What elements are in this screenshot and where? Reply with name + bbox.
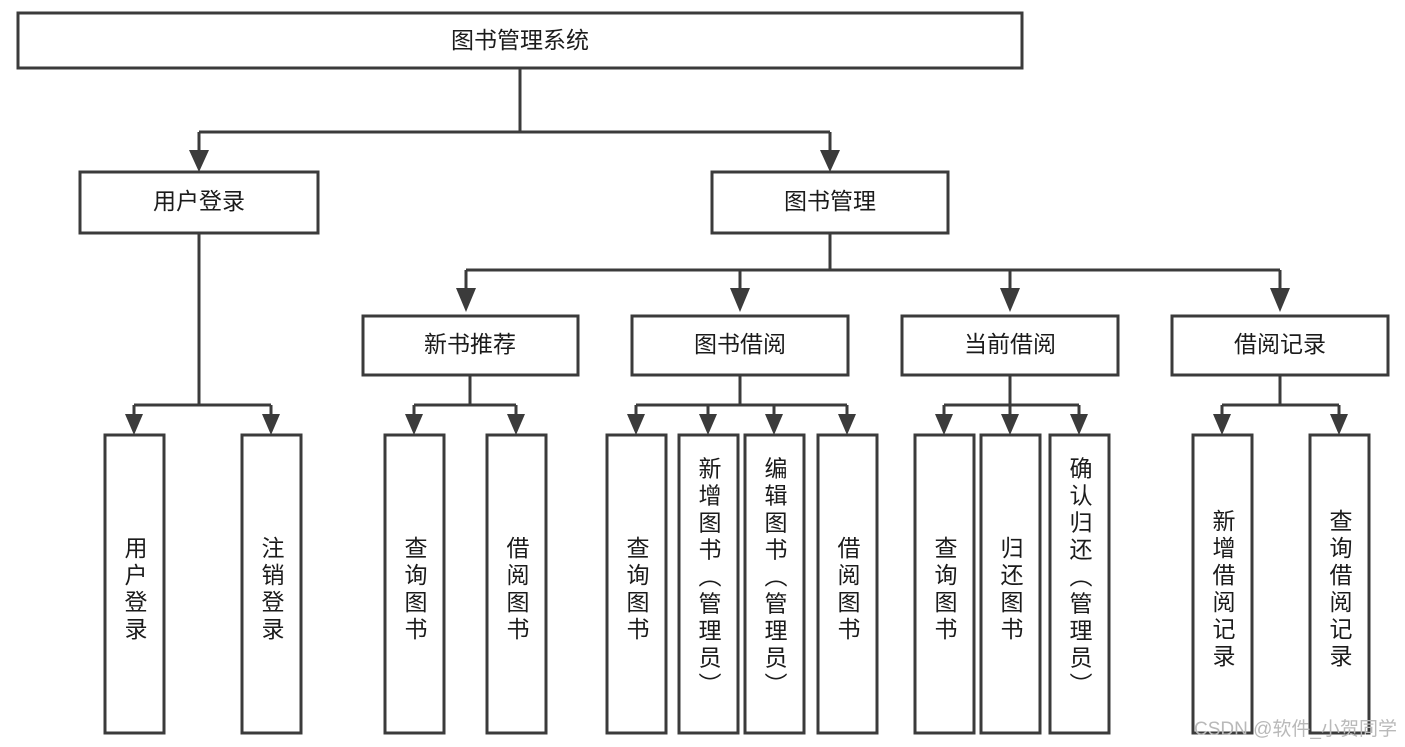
node-leaf-user-login[interactable]: 用户登录 <box>103 433 166 735</box>
arrow-head-br-leaf-1 <box>1213 414 1231 435</box>
node-leaf-logout[interactable]: 注销登录 <box>240 433 303 735</box>
arrow-head-book-mgmt <box>820 150 840 172</box>
node-borrow-record-box[interactable] <box>1170 314 1390 377</box>
arrow-head-cb-leaf-3 <box>1070 414 1088 435</box>
node-new-book-recommend-box[interactable] <box>361 314 580 377</box>
node-leaf-edit-book-admin-box[interactable] <box>743 433 806 735</box>
node-leaf-query-book-nb-label: 查询图书 <box>401 536 428 644</box>
arrow-head-cb-leaf-1 <box>935 414 953 435</box>
node-leaf-query-book-bb-label: 查询图书 <box>623 536 650 644</box>
node-leaf-query-borrow-record-label: 查询借阅记录 <box>1326 509 1353 671</box>
arrow-head-cb-leaf-2 <box>1001 414 1019 435</box>
node-leaf-query-book-nb[interactable]: 查询图书 <box>383 433 446 735</box>
node-leaf-confirm-return-admin[interactable]: 确认归还（管理员） <box>1048 433 1111 735</box>
node-leaf-borrow-book-nb[interactable]: 借阅图书 <box>485 433 548 735</box>
connector-group-root <box>189 68 840 172</box>
node-leaf-logout-label: 注销登录 <box>258 536 285 644</box>
node-book-management[interactable]: 图书管理 <box>710 170 950 235</box>
node-root-label: 图书管理系统 <box>451 27 589 53</box>
node-leaf-query-borrow-record-box[interactable] <box>1308 433 1371 735</box>
arrow-head-nb-leaf-2 <box>507 414 525 435</box>
node-leaf-query-book-bb-box[interactable] <box>605 433 668 735</box>
node-leaf-query-borrow-record[interactable]: 查询借阅记录 <box>1308 433 1371 735</box>
node-book-borrow-box[interactable] <box>630 314 850 377</box>
node-book-borrow-label: 图书借阅 <box>694 331 786 357</box>
node-leaf-add-book-admin-box[interactable] <box>677 433 740 735</box>
node-book-management-label: 图书管理 <box>784 188 876 214</box>
arrow-head-borrow-record <box>1270 288 1290 312</box>
node-root-system[interactable]: 图书管理系统 <box>16 11 1024 70</box>
arrow-head-bb-leaf-1 <box>627 414 645 435</box>
node-leaf-query-book-nb-box[interactable] <box>383 433 446 735</box>
node-leaf-return-book-label: 归还图书 <box>997 536 1024 644</box>
connector-group-new-book <box>405 375 525 435</box>
node-user-login[interactable]: 用户登录 <box>78 170 320 235</box>
node-leaf-user-login-box[interactable] <box>103 433 166 735</box>
arrow-head-bb-leaf-2 <box>699 414 717 435</box>
node-leaf-add-borrow-record[interactable]: 新增借阅记录 <box>1191 433 1254 735</box>
node-leaf-add-book-admin-label: 新增图书（管理员） <box>695 457 722 700</box>
node-leaf-return-book[interactable]: 归还图书 <box>979 433 1042 735</box>
arrow-head-br-leaf-2 <box>1330 414 1348 435</box>
node-leaf-borrow-book-bb-box[interactable] <box>816 433 879 735</box>
arrow-head-leaf-user-login <box>125 414 143 435</box>
node-current-borrow-label: 当前借阅 <box>964 331 1056 357</box>
node-user-login-label: 用户登录 <box>153 188 245 214</box>
connector-group-current-borrow <box>935 375 1088 435</box>
node-leaf-add-borrow-record-box[interactable] <box>1191 433 1254 735</box>
node-leaf-edit-book-admin[interactable]: 编辑图书（管理员） <box>743 433 806 735</box>
node-borrow-record-label: 借阅记录 <box>1234 331 1326 357</box>
node-leaf-return-book-box[interactable] <box>979 433 1042 735</box>
node-leaf-confirm-return-admin-label: 确认归还（管理员） <box>1066 457 1093 700</box>
node-leaf-add-book-admin[interactable]: 新增图书（管理员） <box>677 433 740 735</box>
node-leaf-query-book-bb[interactable]: 查询图书 <box>605 433 668 735</box>
arrow-head-leaf-logout <box>262 414 280 435</box>
node-leaf-edit-book-admin-label: 编辑图书（管理员） <box>761 457 788 700</box>
arrow-head-book-borrow <box>730 288 750 312</box>
node-leaf-add-borrow-record-label: 新增借阅记录 <box>1209 509 1236 671</box>
node-leaf-query-book-cb-label: 查询图书 <box>931 536 958 644</box>
node-leaf-borrow-book-nb-label: 借阅图书 <box>503 536 530 644</box>
connector-group-book-mgmt <box>456 233 1290 312</box>
arrow-head-bb-leaf-3 <box>765 414 783 435</box>
node-new-book-recommend-label: 新书推荐 <box>424 331 516 357</box>
node-book-management-box[interactable] <box>710 170 950 235</box>
node-leaf-borrow-book-nb-box[interactable] <box>485 433 548 735</box>
node-book-borrow[interactable]: 图书借阅 <box>630 314 850 377</box>
arrow-head-new-book <box>456 288 476 312</box>
node-leaf-query-book-cb-box[interactable] <box>913 433 976 735</box>
connector-group-borrow-record <box>1213 375 1348 435</box>
arrow-head-user-login <box>189 150 209 172</box>
node-current-borrow[interactable]: 当前借阅 <box>900 314 1120 377</box>
node-leaf-confirm-return-admin-box[interactable] <box>1048 433 1111 735</box>
connector-group-book-borrow <box>627 375 856 435</box>
node-borrow-record[interactable]: 借阅记录 <box>1170 314 1390 377</box>
arrow-head-nb-leaf-1 <box>405 414 423 435</box>
node-leaf-borrow-book-bb-label: 借阅图书 <box>834 536 861 644</box>
node-leaf-query-book-cb[interactable]: 查询图书 <box>913 433 976 735</box>
connector-group-user-login <box>125 233 280 435</box>
node-leaf-borrow-book-bb[interactable]: 借阅图书 <box>816 433 879 735</box>
node-new-book-recommend[interactable]: 新书推荐 <box>361 314 580 377</box>
arrow-head-bb-leaf-4 <box>838 414 856 435</box>
node-root-box[interactable] <box>16 11 1024 70</box>
arrow-head-current-borrow <box>1000 288 1020 312</box>
node-leaf-user-login-label: 用户登录 <box>121 536 148 644</box>
node-current-borrow-box[interactable] <box>900 314 1120 377</box>
node-leaf-logout-box[interactable] <box>240 433 303 735</box>
node-user-login-box[interactable] <box>78 170 320 235</box>
